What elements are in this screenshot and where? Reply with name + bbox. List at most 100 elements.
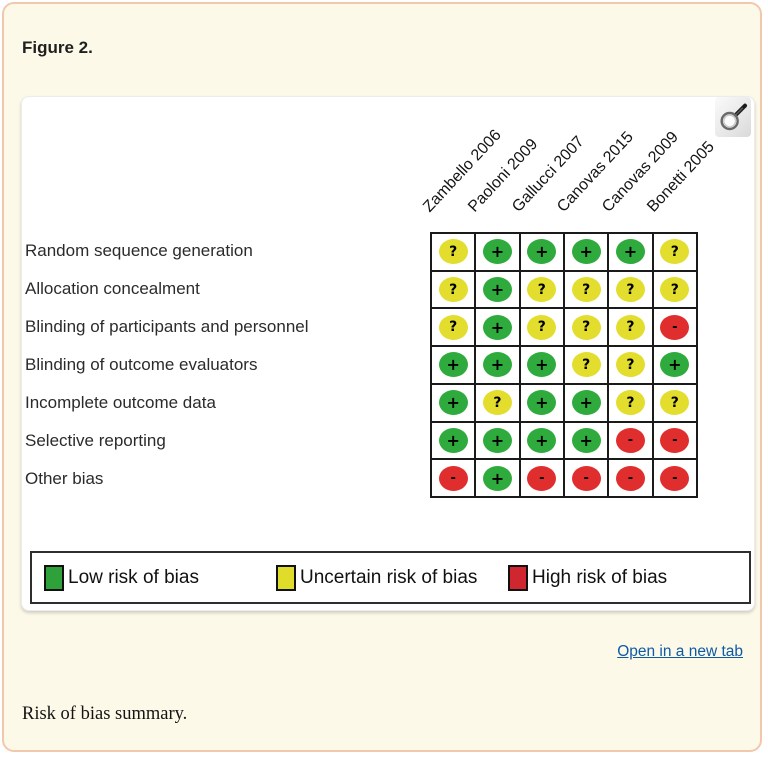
rob-low-circle: + <box>482 465 512 491</box>
rob-unclear-circle: ? <box>571 352 601 378</box>
rob-unclear-circle: ? <box>615 390 645 416</box>
rob-unclear-circle: ? <box>615 314 645 340</box>
rob-cell-low: + <box>653 347 696 383</box>
rob-unclear-circle: ? <box>438 277 468 303</box>
rob-cell-high: - <box>653 309 696 346</box>
rob-cell-high: - <box>432 460 475 496</box>
rob-cell-low: + <box>520 234 563 270</box>
rob-cell-unclear: ? <box>653 271 696 308</box>
legend-label-high: High risk of bias <box>532 567 668 588</box>
rob-cell-low: + <box>609 234 652 270</box>
rob-low-circle: + <box>438 352 468 378</box>
rob-cell-low: + <box>520 347 563 383</box>
rob-cell-low: + <box>520 384 563 421</box>
rob-cell-unclear: ? <box>653 384 696 421</box>
rob-cell-low: + <box>520 422 563 459</box>
rob-cell-unclear: ? <box>564 347 608 383</box>
rob-unclear-circle: ? <box>571 277 601 303</box>
rob-cell-unclear: ? <box>564 309 608 346</box>
rob-unclear-circle: ? <box>527 277 557 303</box>
rob-high-circle: - <box>615 465 645 491</box>
legend-swatch-low <box>44 565 64 591</box>
rob-high-circle: - <box>571 465 601 491</box>
rob-cell-low: + <box>564 234 608 270</box>
rob-cell-high: - <box>653 422 696 459</box>
magnifier-icon <box>720 103 747 131</box>
risk-of-bias-grid: ?++++??+?????+???-+++??++?++??++++---+--… <box>430 232 698 498</box>
rob-high-circle: - <box>660 465 690 491</box>
rob-cell-unclear: ? <box>609 271 652 308</box>
open-in-new-tab-link[interactable]: Open in a new tab <box>617 643 743 660</box>
rob-low-circle: + <box>527 427 557 453</box>
rob-cell-unclear: ? <box>432 309 475 346</box>
rob-high-circle: - <box>660 427 690 453</box>
bias-domain-label: Incomplete outcome data <box>25 393 216 412</box>
bias-domain-label: Blinding of participants and personnel <box>25 317 309 336</box>
rob-low-circle: + <box>571 427 601 453</box>
legend-label-low: Low risk of bias <box>68 567 199 588</box>
bias-domain-label: Other bias <box>25 469 104 488</box>
rob-unclear-circle: ? <box>438 239 468 265</box>
rob-cell-unclear: ? <box>609 347 652 383</box>
rob-cell-high: - <box>564 460 608 496</box>
rob-high-circle: - <box>527 465 557 491</box>
legend-swatch-unclear <box>276 565 296 591</box>
rob-high-circle: - <box>615 427 645 453</box>
rob-low-circle: + <box>438 390 468 416</box>
rob-unclear-circle: ? <box>615 277 645 303</box>
rob-cell-low: + <box>476 234 519 270</box>
rob-cell-unclear: ? <box>653 234 696 270</box>
legend: Low risk of bias Uncertain risk of bias Hi… <box>30 551 751 604</box>
rob-cell-unclear: ? <box>476 384 519 421</box>
rob-cell-unclear: ? <box>609 309 652 346</box>
rob-low-circle: + <box>660 352 690 378</box>
rob-low-circle: + <box>571 239 601 265</box>
zoom-figure-button[interactable] <box>715 97 751 137</box>
rob-high-circle: - <box>660 314 690 340</box>
rob-cell-low: + <box>432 347 475 383</box>
figure-label: Figure 2. <box>22 38 93 57</box>
rob-low-circle: + <box>482 314 512 340</box>
rob-unclear-circle: ? <box>438 314 468 340</box>
bias-domain-label: Random sequence generation <box>25 241 253 260</box>
rob-low-circle: + <box>482 239 512 265</box>
rob-unclear-circle: ? <box>527 314 557 340</box>
bias-domain-label: Allocation concealment <box>25 279 200 298</box>
rob-low-circle: + <box>482 427 512 453</box>
rob-cell-high: - <box>609 460 652 496</box>
rob-low-circle: + <box>527 390 557 416</box>
rob-cell-unclear: ? <box>520 309 563 346</box>
rob-cell-low: + <box>432 384 475 421</box>
legend-label-unclear: Uncertain risk of bias <box>300 567 478 588</box>
legend-swatch-high <box>508 565 528 591</box>
rob-cell-low: + <box>476 271 519 308</box>
rob-cell-unclear: ? <box>432 271 475 308</box>
rob-cell-unclear: ? <box>432 234 475 270</box>
bias-domain-label: Blinding of outcome evaluators <box>25 355 258 374</box>
rob-low-circle: + <box>482 352 512 378</box>
rob-cell-low: + <box>476 309 519 346</box>
rob-cell-low: + <box>564 422 608 459</box>
rob-unclear-circle: ? <box>660 390 690 416</box>
rob-cell-low: + <box>476 460 519 496</box>
rob-cell-low: + <box>432 422 475 459</box>
rob-cell-high: - <box>653 460 696 496</box>
rob-low-circle: + <box>438 427 468 453</box>
rob-unclear-circle: ? <box>660 239 690 265</box>
figure-caption: Risk of bias summary. <box>22 704 188 724</box>
rob-low-circle: + <box>482 277 512 303</box>
rob-unclear-circle: ? <box>482 390 512 416</box>
rob-cell-unclear: ? <box>564 271 608 308</box>
rob-cell-low: + <box>476 422 519 459</box>
rob-low-circle: + <box>527 352 557 378</box>
rob-cell-unclear: ? <box>520 271 563 308</box>
rob-cell-low: + <box>476 347 519 383</box>
rob-unclear-circle: ? <box>571 314 601 340</box>
rob-low-circle: + <box>615 239 645 265</box>
rob-unclear-circle: ? <box>660 277 690 303</box>
rob-low-circle: + <box>527 239 557 265</box>
rob-cell-high: - <box>520 460 563 496</box>
rob-cell-low: + <box>564 384 608 421</box>
